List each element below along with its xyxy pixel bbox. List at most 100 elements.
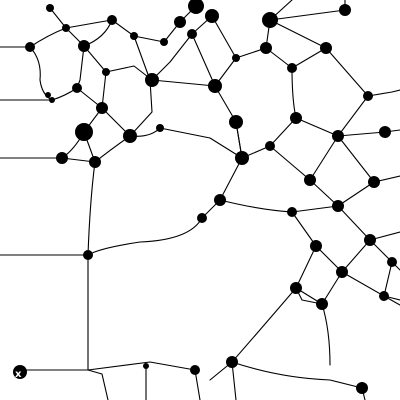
network-node [208,79,222,93]
network-edge [337,135,375,183]
network-edge [291,67,297,119]
network-node [156,124,164,132]
network-node [320,42,332,54]
network-edge [337,95,369,137]
network-node [78,40,90,52]
network-node [356,382,368,394]
network-node [89,156,101,168]
network-edge [383,261,393,297]
network-edge [87,161,96,371]
network-edge [341,239,371,273]
network-node [56,152,68,164]
network-edge [321,271,343,305]
network-node [304,174,316,186]
network-edge [105,65,153,81]
network-node [174,16,186,28]
network-node [379,126,391,138]
network-edge [87,217,203,256]
network-node [83,250,93,260]
network-node [332,200,344,212]
node-layer [13,0,397,394]
network-edge [269,117,297,147]
network-node [187,29,197,39]
network-edge [295,117,339,137]
network-edge [291,211,317,247]
network-node [45,92,51,98]
network-edge [219,199,293,213]
network-edge [291,47,327,69]
network-edge [87,361,196,371]
network-node [262,12,278,28]
network-node [25,42,35,52]
network-edge [367,89,400,97]
network-node [160,38,168,46]
network-edge [269,145,311,181]
network-edge [211,15,237,87]
network-edge [151,79,216,87]
network-node [75,123,93,141]
network-node [290,282,302,294]
network-edge [191,33,216,87]
network-edge [321,303,331,366]
network-node [379,291,389,301]
network-node [107,15,117,25]
network-node [235,151,249,165]
network-edge [309,179,339,207]
network-edge [341,271,385,297]
network-edge [87,369,109,400]
network-node [197,213,207,223]
network-edge [231,361,237,400]
network-node [387,257,397,267]
network-node [226,356,238,368]
network-edge [325,47,369,97]
network-edge [159,127,243,159]
network-edge [337,181,375,207]
network-node [287,63,297,73]
network-node [232,54,240,62]
network-node [123,129,137,143]
network-edge [295,245,317,289]
network-edge [315,245,343,273]
marker-label: x [15,369,22,380]
network-node [332,130,344,142]
network-edge [151,33,193,81]
network-edge [29,46,53,101]
network-node [145,73,159,87]
network-edge [111,19,181,43]
label-layer: x [15,369,22,380]
network-edge [49,7,67,29]
network-edge [133,35,151,81]
network-edge [219,157,243,201]
network-node [205,9,219,23]
network-node [102,68,110,76]
network-node [316,298,328,310]
network-edge [309,135,339,181]
network-node [13,365,27,379]
network-node [290,112,302,124]
network-edge [129,79,153,137]
network-node [96,102,108,114]
network-node [49,97,55,103]
network-node [364,234,376,246]
network-edge [65,19,113,29]
network-node [287,207,297,217]
network-node [188,0,204,14]
network-edge [291,205,339,213]
network-edge [231,361,363,389]
network-edge [337,205,371,241]
network-node [310,240,322,252]
network-node [46,4,54,12]
network-node [72,83,82,93]
network-edge [101,71,107,109]
network-edge [269,19,327,49]
network-node [368,176,380,188]
network-node [62,24,70,32]
network-node [339,4,351,16]
network-node [363,91,373,101]
network-node [265,141,275,151]
network-node [143,363,149,369]
network-edge [231,287,297,363]
